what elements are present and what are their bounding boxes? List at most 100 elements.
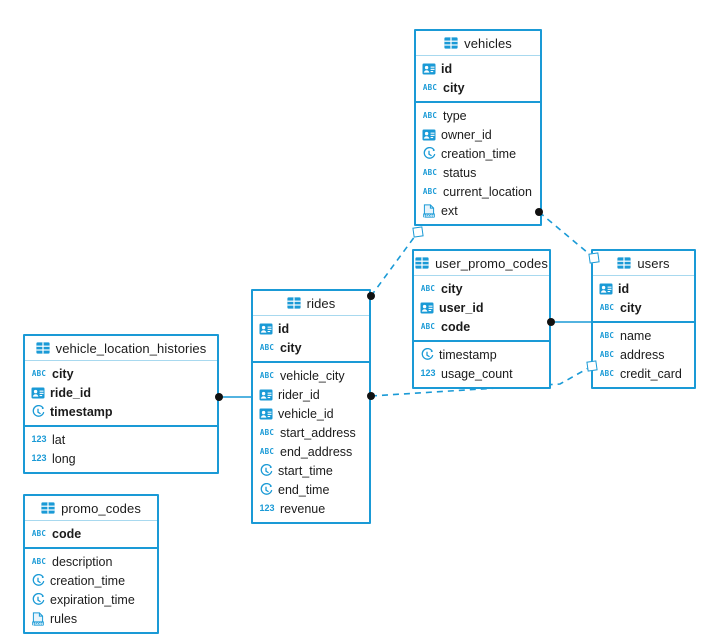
field-label: type: [443, 108, 467, 123]
field-label: vehicle_city: [280, 368, 345, 383]
field-row[interactable]: creation_time: [25, 571, 157, 590]
field-label: id: [278, 321, 290, 336]
primary-key-row[interactable]: ABC city: [253, 338, 369, 357]
table-header[interactable]: users: [593, 251, 694, 276]
relationship-square-marker: [586, 360, 598, 372]
field-label: city: [443, 80, 465, 95]
field-row[interactable]: start_time: [253, 461, 369, 480]
abc-text-icon: ABC: [420, 321, 436, 331]
id-badge-icon: [420, 301, 434, 315]
field-label: start_time: [278, 463, 333, 478]
field-row[interactable]: ABC credit_card: [593, 364, 694, 383]
abc-text-icon: ABC: [599, 368, 615, 378]
field-label: rules: [50, 611, 78, 626]
relationship-vehicles-user_promo_codes[interactable]: [370, 231, 419, 297]
abc-text-icon: ABC: [599, 330, 615, 340]
primary-key-row[interactable]: user_id: [414, 298, 549, 317]
field-row[interactable]: vehicle_id: [253, 404, 369, 423]
abc-text-icon: ABC: [259, 446, 275, 456]
field-row[interactable]: ABC current_location: [416, 182, 540, 201]
field-row[interactable]: rider_id: [253, 385, 369, 404]
field-label: address: [620, 347, 665, 362]
table-header[interactable]: user_promo_codes: [414, 251, 549, 276]
table-header[interactable]: rides: [253, 291, 369, 316]
field-label: name: [620, 328, 652, 343]
relationship-dot-marker: [367, 392, 375, 400]
clock-icon: [259, 463, 273, 478]
field-label: timestamp: [50, 404, 113, 419]
field-label: city: [52, 366, 74, 381]
table-title: vehicle_location_histories: [55, 340, 207, 356]
field-row[interactable]: expiration_time: [25, 590, 157, 609]
field-label: code: [441, 319, 471, 334]
field-label: start_address: [280, 425, 356, 440]
field-row[interactable]: 123 lat: [25, 430, 217, 449]
123-number-icon: 123: [31, 434, 47, 444]
primary-key-row[interactable]: id: [416, 59, 540, 78]
json-icon: JSON: [422, 203, 436, 218]
field-row[interactable]: owner_id: [416, 125, 540, 144]
relationship-square-marker: [588, 252, 600, 264]
primary-key-row[interactable]: ABC code: [414, 317, 549, 336]
field-label: vehicle_id: [278, 406, 334, 421]
field-row[interactable]: end_time: [253, 480, 369, 499]
table-title: rides: [306, 295, 336, 311]
field-label: rider_id: [278, 387, 320, 402]
abc-text-icon: ABC: [31, 556, 47, 566]
clock-icon: [31, 573, 45, 588]
abc-text-icon: ABC: [422, 167, 438, 177]
field-row[interactable]: creation_time: [416, 144, 540, 163]
field-row[interactable]: ABC start_address: [253, 423, 369, 442]
id-badge-icon: [259, 322, 273, 336]
table-grid-icon: [444, 36, 458, 50]
abc-text-icon: ABC: [422, 186, 438, 196]
primary-key-row[interactable]: timestamp: [25, 402, 217, 421]
table-title: user_promo_codes: [435, 255, 548, 271]
table-header[interactable]: promo_codes: [25, 496, 157, 521]
field-label: usage_count: [441, 366, 513, 381]
field-label: ride_id: [50, 385, 91, 400]
field-label: credit_card: [620, 366, 682, 381]
table-header[interactable]: vehicle_location_histories: [25, 336, 217, 361]
field-label: current_location: [443, 184, 532, 199]
primary-key-row[interactable]: id: [593, 279, 694, 298]
field-label: city: [280, 340, 302, 355]
field-label: lat: [52, 432, 66, 447]
field-label: id: [441, 61, 453, 76]
field-row[interactable]: timestamp: [414, 345, 549, 364]
id-badge-icon: [259, 388, 273, 402]
abc-text-icon: ABC: [259, 427, 275, 437]
primary-key-row[interactable]: ride_id: [25, 383, 217, 402]
clock-icon: [422, 146, 436, 161]
field-row[interactable]: ABC name: [593, 326, 694, 345]
abc-text-icon: ABC: [259, 342, 275, 352]
table-header[interactable]: vehicles: [416, 31, 540, 56]
primary-key-row[interactable]: id: [253, 319, 369, 338]
field-label: expiration_time: [50, 592, 135, 607]
